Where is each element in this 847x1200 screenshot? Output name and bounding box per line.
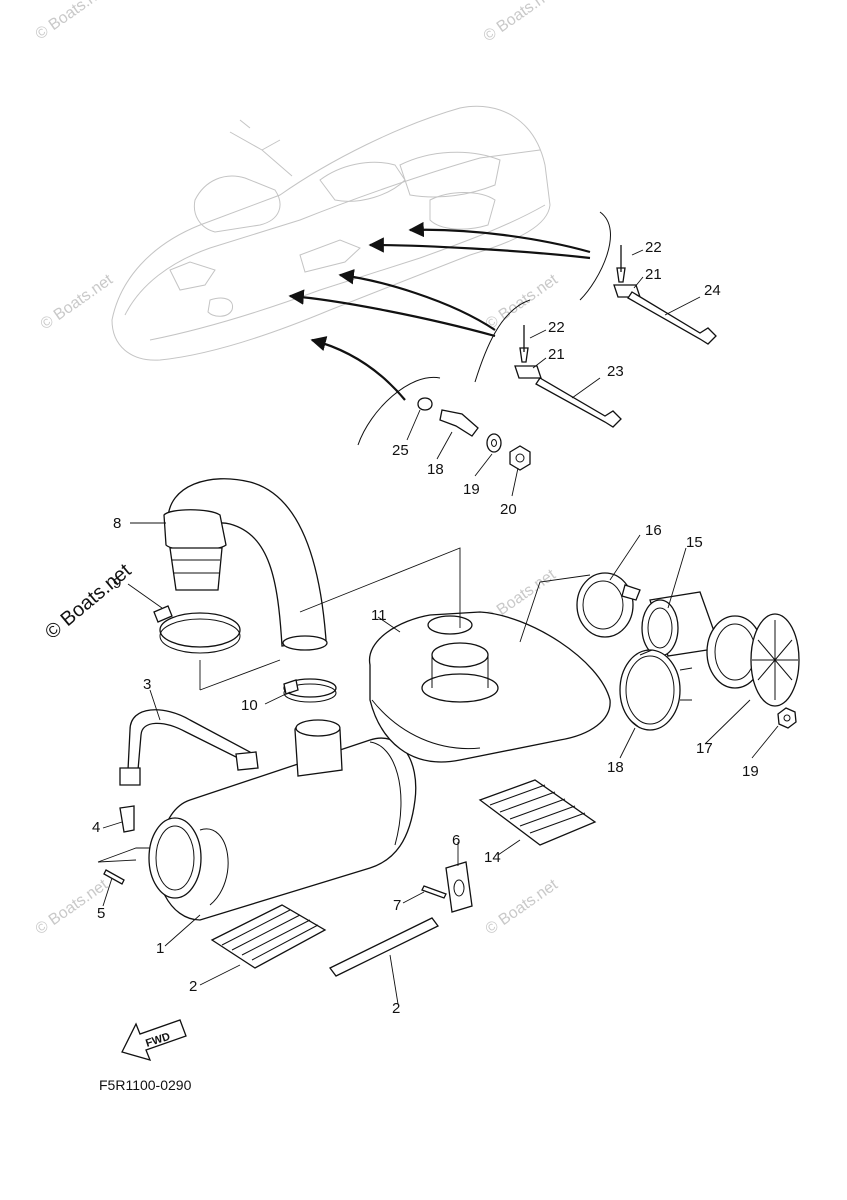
clamp-14 (576, 572, 641, 638)
muffler (148, 719, 417, 921)
ring-16 (619, 649, 693, 731)
pad-2a (210, 904, 327, 969)
clamp-9 (153, 605, 241, 654)
part-label-11: 11 (371, 607, 387, 624)
part-label-6: 6 (452, 832, 460, 849)
part-label-20: 20 (500, 501, 517, 518)
part-label-15: 17 (696, 740, 713, 757)
hardware-parts (417, 245, 717, 471)
resonator (369, 611, 611, 763)
watermark-text: © Boats.net (38, 271, 117, 333)
part-label-18: 18 (427, 461, 444, 478)
part-label-19: 19 (463, 481, 480, 498)
watermark-text-dark: © Boats.net (41, 559, 136, 643)
part-label-7: 7 (393, 897, 401, 914)
part-label-4: 4 (92, 819, 100, 836)
part-label-16: 18 (607, 759, 624, 776)
bolt-5 (103, 869, 125, 885)
grill-plate-15 (706, 613, 800, 707)
pad-12 (478, 779, 597, 846)
part-labels: 22 21 24 22 21 23 25 18 19 20 8 9 10 11 … (92, 239, 759, 1017)
part-label-23: 23 (607, 363, 624, 380)
bracket-4 (119, 805, 135, 833)
part-label-2b: 2 (392, 1000, 400, 1017)
clamp-10 (283, 678, 337, 703)
diagram-code: F5R1100-0290 (99, 1077, 192, 1093)
part-label-21b: 21 (548, 346, 565, 363)
part-label-2a: 2 (189, 978, 197, 995)
watermark-text: © Boats.net (483, 876, 562, 938)
bracket-6 (445, 861, 473, 913)
nut-17 (777, 707, 797, 729)
part-label-8: 8 (113, 515, 121, 532)
part-label-25: 25 (392, 442, 409, 459)
part-label-22a: 22 (645, 239, 662, 256)
leader-lines (102, 249, 779, 1005)
part-label-21a: 21 (645, 266, 662, 283)
part-label-10: 10 (241, 697, 258, 714)
part-label-3: 3 (143, 676, 151, 693)
fwd-arrow: FWD (121, 1019, 187, 1061)
part-label-1: 1 (156, 940, 164, 957)
watermark-text: © Boats.net (481, 0, 560, 45)
intake-duct (163, 478, 328, 651)
part-label-24: 24 (704, 282, 721, 299)
callout-arrows (288, 211, 611, 446)
part-label-14: 16 (645, 522, 662, 539)
watermark-text: © Boats.net (33, 0, 112, 43)
watercraft-outline (111, 105, 551, 361)
duct-13 (641, 591, 721, 657)
part-label-22b: 22 (548, 319, 565, 336)
strap (119, 709, 259, 786)
part-label-13: 15 (686, 534, 703, 551)
part-label-12: 14 (484, 849, 501, 866)
part-label-5: 5 (97, 905, 105, 922)
pad-2b (329, 917, 439, 977)
assembly-lines (97, 547, 591, 863)
part-label-17: 19 (742, 763, 759, 780)
part-label-9: 9 (113, 575, 121, 592)
bolt-7 (421, 885, 447, 899)
